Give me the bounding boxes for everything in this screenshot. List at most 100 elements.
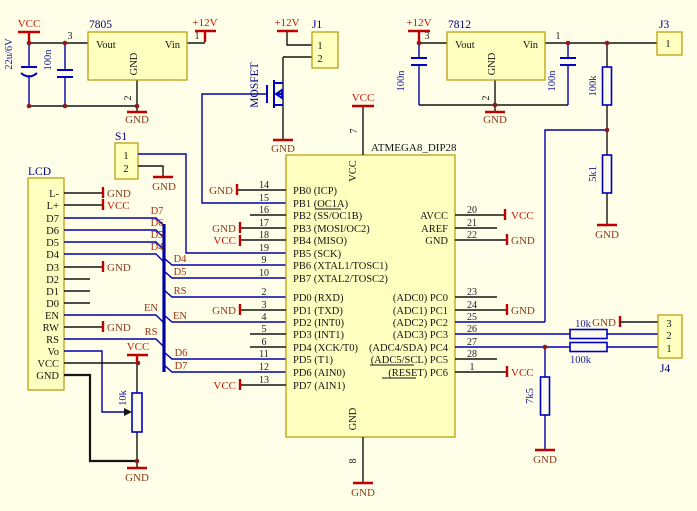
reg12-pin2-num: 2 <box>481 96 492 101</box>
net-in-D7: D7 <box>151 206 164 217</box>
gnd-text: GND <box>152 181 176 193</box>
cap-100n-left-value: 100n <box>396 70 407 92</box>
pin-num: 11 <box>259 349 269 360</box>
pin-name-PC3: (ADC3) PC3 <box>393 330 448 341</box>
resistor-100k-top <box>601 66 613 106</box>
lcd-pin-Vo: Vo <box>48 347 59 358</box>
vcc-text: VCC <box>107 200 130 212</box>
pin-num: 24 <box>467 300 477 311</box>
pin-num: 28 <box>467 349 477 360</box>
connector-s1-title: S1 <box>115 131 127 143</box>
vcc-text: VCC <box>511 367 534 379</box>
gnd-text: GND <box>107 188 131 200</box>
mosfet-arrow <box>274 88 283 100</box>
s1-pin2: 2 <box>123 164 128 175</box>
resistor-100k-bottom-value: 100k <box>570 355 592 366</box>
pin-num: 17 <box>259 218 269 229</box>
gnd-text: GND <box>107 322 131 334</box>
vcc-text: VCC <box>511 210 534 222</box>
pin-num: 2 <box>262 287 267 298</box>
pin-name-PC6: (RESET) PC6 <box>388 368 448 379</box>
pin-num: 21 <box>467 218 477 229</box>
gnd-text: GND <box>212 223 236 235</box>
gnd-text: GND <box>125 114 149 126</box>
pin-num: 12 <box>259 362 269 373</box>
pin-num: 9 <box>262 255 267 266</box>
lcd-pin-D7: D7 <box>46 214 59 225</box>
reg5-pin2-num: 2 <box>123 96 134 101</box>
regulator-7805-body <box>87 31 188 81</box>
pin-num: 20 <box>467 205 477 216</box>
cap-100n-value: 100n <box>43 49 54 71</box>
connector-j3-title: J3 <box>659 19 669 31</box>
s1-pin1: 1 <box>123 151 128 162</box>
gnd-text: GND <box>125 472 149 484</box>
resistor-10k <box>569 328 608 340</box>
pin-name-PC4: (ADC4/SDA) PC4 <box>369 343 449 354</box>
lcd-pin-D4: D4 <box>46 250 60 261</box>
lcd-pin-VCC: VCC <box>37 359 59 370</box>
connector-j4-title: J4 <box>660 363 670 375</box>
pin-name-PD1: PD1 (TXD) <box>293 306 343 317</box>
mcu-title: ATMEGA8_DIP28 <box>371 142 457 154</box>
j4-pin2: 2 <box>666 331 671 342</box>
connector-j1-body <box>311 31 339 69</box>
cap-22u-curved-plate <box>20 72 38 78</box>
mosfet-output-block: +12V J1 1 2 MOSFET GND <box>201 17 339 204</box>
pin-name-PB5: PB5 (SCK) <box>293 249 342 260</box>
mcu-pin8-num: 8 <box>348 459 359 464</box>
pot-wiper-arrow <box>124 408 132 416</box>
net-out-D4: D4 <box>174 254 188 265</box>
mcu-vcc-inner: VCC <box>348 160 359 182</box>
net-out-D6: D6 <box>175 348 188 359</box>
resistor-100k-top-value: 100k <box>588 75 599 97</box>
pin-name-PD5: PD5 (T1) <box>293 355 333 366</box>
pin-num: 18 <box>259 230 269 241</box>
connector-j1-title: J1 <box>312 19 322 31</box>
gnd-text: GND <box>212 305 236 317</box>
reg5-vout-label: Vout <box>96 40 116 51</box>
vcc-text: VCC <box>127 341 150 353</box>
pin-num: 19 <box>259 243 269 254</box>
lcd-pin-D0: D0 <box>46 299 59 310</box>
regulator-7805-block: VCC +12V 7805 Vout Vin GND 3 1 2 GND 22u… <box>4 17 218 126</box>
pin-num: 10 <box>259 268 269 279</box>
net-in-EN: EN <box>144 303 158 314</box>
cap-100n-right-value: 100n <box>547 70 558 92</box>
pin-num: 14 <box>259 180 269 191</box>
pin-name-PD0: PD0 (RXD) <box>293 293 344 304</box>
lcd-pin-EN: EN <box>45 311 59 322</box>
lcd-pin-RW: RW <box>43 323 59 334</box>
pin-name-PD2: PD2 (INT0) <box>293 318 345 329</box>
net-out-D5: D5 <box>174 267 187 278</box>
vcc-text: VCC <box>213 380 236 392</box>
pin-num: 23 <box>467 287 477 298</box>
cap-100n-plates <box>57 69 73 78</box>
pin-name-PB1: PB1 (OC1A) <box>293 199 349 210</box>
reg5-pin1-num: 1 <box>195 31 200 42</box>
pin-num: 3 <box>262 300 267 311</box>
pin-num: 13 <box>259 375 269 386</box>
resistor-5k1 <box>601 154 613 194</box>
pin-name-AREF: AREF <box>421 224 448 235</box>
lcd-pin-D3: D3 <box>46 263 59 274</box>
mcu-right-terminal-bars <box>503 209 622 377</box>
pin-num: 25 <box>467 312 477 323</box>
gnd-text: GND <box>533 454 557 466</box>
net-label-bus: D7 D6 D5 D4 EN RS D4 D5 RS EN D6 D7 <box>144 206 286 373</box>
regulator-7812-block: +12V 7812 Vout Vin GND 3 1 2 GND 100n 10… <box>396 17 683 322</box>
regulator-7812-title: 7812 <box>448 19 471 31</box>
switch-s1-block: S1 1 2 GND <box>114 131 286 254</box>
cap-100n-left-plates <box>411 57 427 66</box>
vcc-label: VCC <box>18 18 41 30</box>
mcu-left-terminal-bars <box>235 184 242 390</box>
net-in-RS: RS <box>145 327 158 338</box>
lcd-pin-D6: D6 <box>46 226 59 237</box>
regulator-7805-title: 7805 <box>89 19 112 31</box>
net-out-EN: EN <box>173 311 187 322</box>
plus12v-label: +12V <box>274 17 299 29</box>
reg12-vout-label: Vout <box>455 40 475 51</box>
pin-name-PB6: PB6 (XTAL1/TOSC1) <box>293 261 388 272</box>
pin-num: 4 <box>262 312 267 323</box>
